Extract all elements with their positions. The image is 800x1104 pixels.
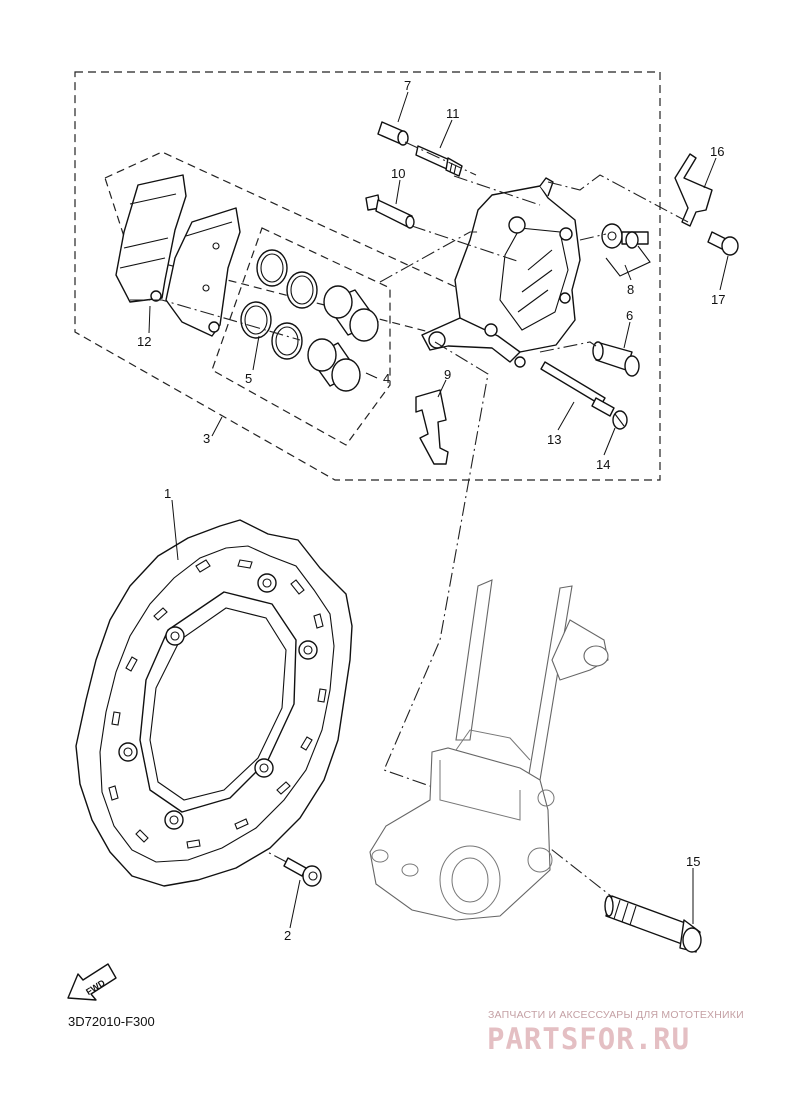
callout-9: 9 [444, 367, 451, 382]
drawing-code: 3D72010-F300 [68, 1014, 155, 1029]
axle-bolt [604, 895, 702, 953]
brake-pad-right [165, 207, 241, 337]
callout-6: 6 [626, 308, 633, 323]
pad-pin-clip [612, 410, 628, 430]
piston-seals [240, 249, 318, 360]
callout-15: 15 [686, 854, 700, 869]
leader-lines [148, 91, 729, 929]
callout-1: 1 [164, 486, 171, 501]
caliper-pistons [307, 285, 379, 392]
callout-2: 2 [284, 928, 291, 943]
callout-10: 10 [391, 166, 405, 181]
callout-13: 13 [547, 432, 561, 447]
hose-bracket [674, 153, 713, 227]
callout-numbers: 1 2 3 4 5 6 7 8 9 10 11 12 13 14 15 16 1… [137, 78, 725, 943]
callout-5: 5 [245, 371, 252, 386]
slide-pin [592, 341, 640, 377]
disc-slots [108, 559, 327, 849]
bleed-screw [377, 121, 409, 146]
caliper-assembly-boundary [74, 71, 661, 481]
brake-pad-left [115, 174, 187, 303]
bracket-bolt [707, 231, 739, 256]
watermark-logo: PARTSFOR.RU [487, 1022, 691, 1056]
callout-17: 17 [711, 292, 725, 307]
callout-3: 3 [203, 431, 210, 446]
callout-14: 14 [596, 457, 610, 472]
watermark-caption: ЗАПЧАСТИ И АКСЕССУАРЫ ДЛЯ МОТОТЕХНИКИ [488, 1009, 744, 1021]
brake-disc [75, 519, 353, 887]
hose-union [601, 223, 651, 277]
disc-rivets [118, 573, 318, 830]
callout-16: 16 [710, 144, 724, 159]
pad-spring [415, 389, 449, 465]
seal-kit-boundary [211, 227, 391, 446]
callout-8: 8 [627, 282, 634, 297]
disc-bolt [283, 857, 322, 887]
caliper-pin-10 [365, 194, 415, 229]
callout-12: 12 [137, 334, 151, 349]
callout-7: 7 [404, 78, 411, 93]
pad-pin [540, 361, 615, 417]
callout-4: 4 [383, 371, 390, 386]
front-fork [369, 579, 609, 921]
fwd-arrow-icon: FWD [67, 963, 117, 1001]
caliper-body [421, 177, 581, 368]
callout-11: 11 [446, 106, 460, 121]
